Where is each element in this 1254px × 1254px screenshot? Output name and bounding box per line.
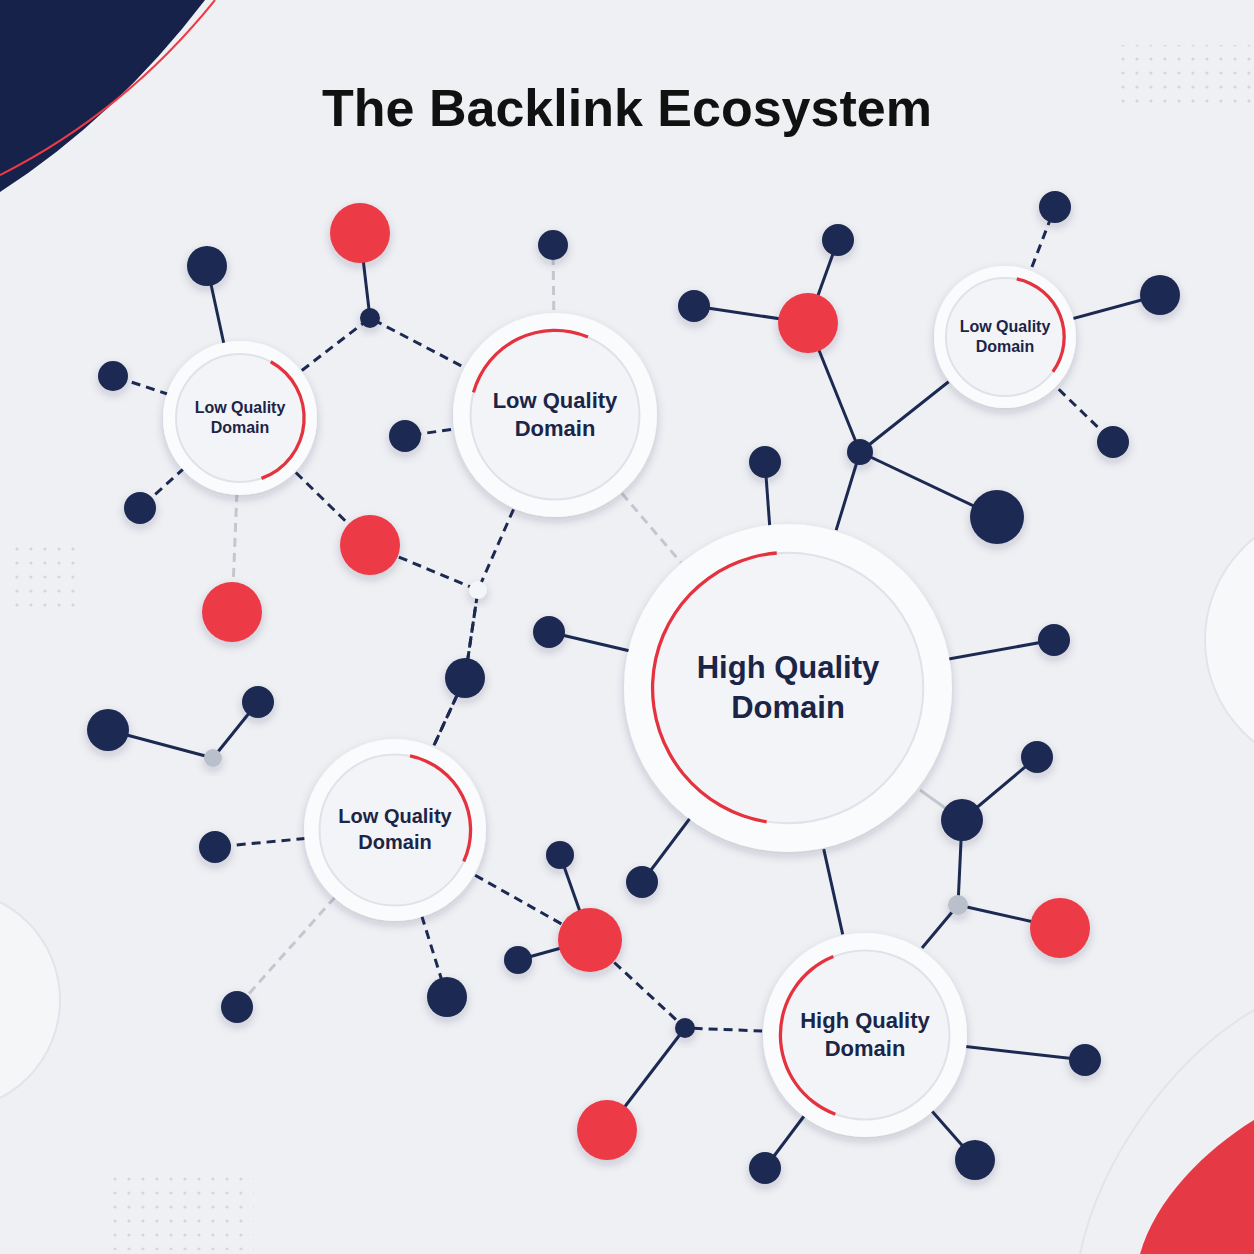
junction-dot xyxy=(847,439,873,465)
stub-lines xyxy=(108,207,1160,1168)
junction-dot xyxy=(204,749,222,767)
link-dot xyxy=(749,446,781,478)
link-connector xyxy=(296,473,478,747)
toxic-dot xyxy=(340,515,400,575)
circle-outline xyxy=(303,738,487,922)
circle-body xyxy=(934,266,1076,408)
dot-grid xyxy=(1112,45,1252,107)
circle-body xyxy=(163,341,317,495)
dot-grid xyxy=(12,540,82,612)
link-dot xyxy=(955,1140,995,1180)
link-dot xyxy=(533,616,565,648)
link-dot xyxy=(445,658,485,698)
link-connector xyxy=(302,318,464,370)
domain-label: Low Quality Domain xyxy=(184,398,296,439)
circle-body xyxy=(453,313,657,517)
domain-label: High Quality Domain xyxy=(788,1007,942,1063)
link-dot xyxy=(822,224,854,256)
link-dot xyxy=(199,831,231,863)
link-connector xyxy=(475,875,762,1031)
dot-grid xyxy=(112,1175,254,1250)
link-dot xyxy=(1021,741,1053,773)
circle-body xyxy=(624,524,952,852)
link-dot xyxy=(389,420,421,452)
link-dot xyxy=(678,290,710,322)
junction-dot xyxy=(948,895,968,915)
link-connector xyxy=(622,493,681,562)
junction-dot xyxy=(360,308,380,328)
link-dot xyxy=(504,946,532,974)
domain-label: High Quality Domain xyxy=(680,648,897,727)
junction-dot xyxy=(469,581,487,599)
accent-arc xyxy=(472,329,589,393)
link-dot xyxy=(1140,275,1180,315)
circle-body xyxy=(304,739,486,921)
link-dot xyxy=(749,1152,781,1184)
circle-outline xyxy=(452,312,658,518)
junction-dot xyxy=(675,1018,695,1038)
toxic-dot xyxy=(558,908,622,972)
link-dot xyxy=(1039,191,1071,223)
link-connector xyxy=(836,382,948,530)
domain-circle: High Quality Domain xyxy=(623,523,953,853)
circle-body xyxy=(763,933,967,1137)
link-dot xyxy=(970,490,1024,544)
toxic-dot xyxy=(330,203,390,263)
link-dot xyxy=(546,841,574,869)
diagram-title: The Backlink Ecosystem xyxy=(0,78,1254,138)
link-dot xyxy=(626,866,658,898)
accent-arc xyxy=(651,551,777,823)
circle-outline xyxy=(933,265,1077,409)
circle-outline xyxy=(623,523,953,853)
link-dot xyxy=(1038,624,1070,656)
link-dot xyxy=(242,686,274,718)
domain-label: Low Quality Domain xyxy=(478,387,632,443)
domain-circle: Low Quality Domain xyxy=(452,312,658,518)
link-dot xyxy=(1069,1044,1101,1076)
link-connector xyxy=(433,509,513,746)
circle-outline xyxy=(162,340,318,496)
circle-outline xyxy=(762,932,968,1138)
domain-circle: High Quality Domain xyxy=(762,932,968,1138)
corner-shape xyxy=(0,0,205,192)
corner-blob xyxy=(1140,1120,1254,1254)
link-dot xyxy=(941,799,983,841)
domain-circle: Low Quality Domain xyxy=(303,738,487,922)
domain-label: Low Quality Domain xyxy=(949,317,1061,358)
link-dot xyxy=(87,709,129,751)
accent-arc xyxy=(779,955,836,1116)
link-dot xyxy=(427,977,467,1017)
link-dot xyxy=(124,492,156,524)
satellite-dots xyxy=(87,191,1180,1184)
domain-circle: Low Quality Domain xyxy=(162,340,318,496)
toxic-dot xyxy=(202,582,262,642)
link-connector xyxy=(824,849,843,934)
corner-curve xyxy=(0,0,215,175)
link-dot xyxy=(98,361,128,391)
link-dot xyxy=(187,246,227,286)
link-dot xyxy=(1097,426,1129,458)
bg-circle xyxy=(1205,510,1254,770)
bg-circle xyxy=(0,890,60,1110)
link-dot xyxy=(538,230,568,260)
domain-circle: Low Quality Domain xyxy=(933,265,1077,409)
bg-curve xyxy=(1080,1010,1254,1254)
toxic-dot xyxy=(778,293,838,353)
link-dot xyxy=(221,991,253,1023)
toxic-dot xyxy=(577,1100,637,1160)
domain-label: Low Quality Domain xyxy=(325,804,465,855)
toxic-dot xyxy=(1030,898,1090,958)
